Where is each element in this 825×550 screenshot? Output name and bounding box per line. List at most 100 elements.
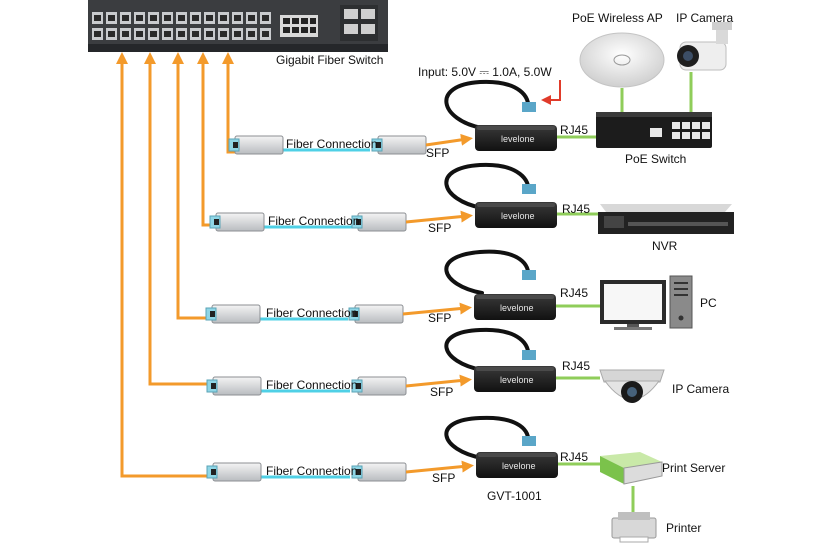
sfp-arrow bbox=[425, 133, 473, 147]
switch-sfp-port-slot bbox=[220, 31, 227, 37]
switch-sfp-port-slot bbox=[262, 31, 269, 37]
fiber-connection-label: Fiber Connection bbox=[266, 306, 357, 320]
printer-device bbox=[611, 512, 657, 543]
switch-sfp-port-slot bbox=[262, 15, 269, 21]
switch-sfp-port-slot bbox=[150, 15, 157, 21]
fiber-switch bbox=[88, 0, 388, 52]
sfp-module bbox=[206, 462, 262, 482]
sfp-module bbox=[209, 212, 265, 232]
sfp-label: SFP bbox=[426, 146, 449, 160]
bullet-camera bbox=[677, 22, 732, 71]
sfp-label: SFP bbox=[432, 471, 455, 485]
switch-sfp-port-slot bbox=[248, 15, 255, 21]
model-label: GVT-1001 bbox=[487, 489, 542, 503]
printer-label: Printer bbox=[666, 521, 701, 535]
sfp-module bbox=[371, 135, 427, 155]
switch-sfp-port-slot bbox=[94, 31, 101, 37]
media-converter: levelone bbox=[475, 125, 557, 151]
sfp-arrow bbox=[405, 460, 474, 474]
device-label: PoE Switch bbox=[625, 152, 686, 166]
poe-wireless-ap bbox=[579, 32, 665, 88]
fiber-connection-label: Fiber Connection bbox=[268, 214, 359, 228]
switch-sfp-port-slot bbox=[122, 15, 129, 21]
rj45-label: RJ45 bbox=[560, 286, 588, 300]
device-label: IP Camera bbox=[672, 382, 729, 396]
switch-rj45-ports bbox=[280, 5, 378, 41]
switch-sfp-port-slot bbox=[136, 15, 143, 21]
switch-sfp-port-slot bbox=[178, 15, 185, 21]
usb-plug bbox=[522, 184, 536, 194]
rj45-label: RJ45 bbox=[560, 450, 588, 464]
media-converter: levelone bbox=[475, 202, 557, 228]
uplink-lines bbox=[116, 52, 235, 478]
converter-brand: levelone bbox=[501, 211, 535, 221]
usb-plug bbox=[522, 350, 536, 360]
sfp-label: SFP bbox=[428, 221, 451, 235]
poe-links bbox=[620, 72, 693, 112]
rj45-label: RJ45 bbox=[562, 202, 590, 216]
sfp-module bbox=[206, 376, 262, 396]
power-cords bbox=[444, 79, 531, 460]
sfp-arrow bbox=[402, 302, 472, 316]
fiber-connection-label: Fiber Connection bbox=[266, 378, 357, 392]
sfp-label: SFP bbox=[430, 385, 453, 399]
switch-sfp-port-slot bbox=[206, 15, 213, 21]
switch-sfp-port-slot bbox=[234, 15, 241, 21]
poe-ap-label: PoE Wireless AP bbox=[572, 11, 663, 25]
rj45-label: RJ45 bbox=[560, 123, 588, 137]
dome-camera bbox=[599, 369, 665, 403]
switch-sfp-port-slot bbox=[164, 31, 171, 37]
switch-sfp-port-slot bbox=[94, 15, 101, 21]
switch-sfp-port-slot bbox=[234, 31, 241, 37]
switch-sfp-port-slot bbox=[220, 15, 227, 21]
input-arrow bbox=[541, 80, 561, 105]
sfp-module bbox=[205, 304, 261, 324]
usb-plugs bbox=[522, 102, 536, 446]
device-label: Print Server bbox=[662, 461, 725, 475]
device-label: PC bbox=[700, 296, 717, 310]
media-converter: levelone bbox=[476, 452, 558, 478]
media-converter: levelone bbox=[474, 294, 556, 320]
switch-sfp-port-slot bbox=[192, 15, 199, 21]
switch-sfp-port-slot bbox=[108, 15, 115, 21]
poe-switch-device bbox=[596, 112, 712, 148]
sfp-arrow bbox=[405, 374, 472, 388]
sfp-module bbox=[351, 212, 407, 232]
media-converter: levelone bbox=[474, 366, 556, 392]
switch-sfp-port-slot bbox=[108, 31, 115, 37]
usb-plug bbox=[522, 436, 536, 446]
sfp-module bbox=[351, 462, 407, 482]
fiber-connection-label: Fiber Connection bbox=[286, 137, 377, 151]
pc-device bbox=[600, 275, 693, 330]
switch-sfp-ports bbox=[92, 12, 271, 40]
sfp-module bbox=[351, 376, 407, 396]
converter-brand: levelone bbox=[500, 303, 534, 313]
usb-plug bbox=[522, 102, 536, 112]
converter-brand: levelone bbox=[502, 461, 536, 471]
rj45-label: RJ45 bbox=[562, 359, 590, 373]
print-server-device bbox=[600, 452, 663, 485]
nvr-device bbox=[598, 204, 734, 234]
converter-brand: levelone bbox=[501, 134, 535, 144]
switch-sfp-port-slot bbox=[150, 31, 157, 37]
converter-brand: levelone bbox=[500, 375, 534, 385]
switch-sfp-port-slot bbox=[122, 31, 129, 37]
sfp-module bbox=[228, 135, 284, 155]
switch-sfp-port-slot bbox=[248, 31, 255, 37]
switch-sfp-port-slot bbox=[136, 31, 143, 37]
input-power-note: Input: 5.0V ⎓ 1.0A, 5.0W bbox=[418, 65, 552, 79]
usb-plug bbox=[522, 270, 536, 280]
sfp-label: SFP bbox=[428, 311, 451, 325]
device-label: NVR bbox=[652, 239, 678, 253]
ip-camera-label-top: IP Camera bbox=[676, 11, 733, 25]
switch-sfp-port-slot bbox=[178, 31, 185, 37]
switch-sfp-port-slot bbox=[192, 31, 199, 37]
sfp-arrow bbox=[405, 210, 473, 224]
switch-sfp-port-slot bbox=[206, 31, 213, 37]
